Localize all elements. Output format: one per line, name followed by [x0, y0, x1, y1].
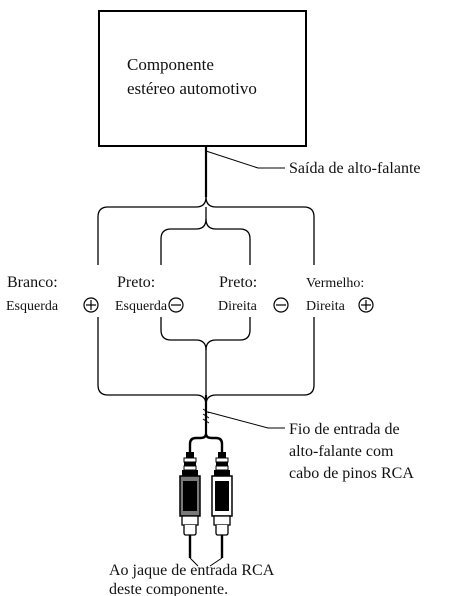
channel-side: Direita [218, 299, 258, 314]
outer-wire-bottom [97, 317, 207, 406]
rca-jack-label-line1: Ao jaque de entrada RCA [109, 562, 275, 579]
rca-plug-right [211, 452, 233, 558]
plus-icon [83, 297, 99, 313]
rca-jack-label-line2: deste componente. [109, 581, 228, 596]
rca-arrow-right [209, 557, 223, 567]
inner-wire-top-right [205, 218, 251, 265]
outer-wire-top-right [205, 196, 315, 265]
channel-black-left: Preto: Esquerda [115, 274, 184, 314]
speaker-output-leader [205, 150, 285, 169]
outer-wire-top [97, 196, 207, 265]
inner-wire-bottom-right [205, 317, 251, 351]
rca-plug-left [179, 452, 201, 558]
channel-side: Esquerda [115, 299, 168, 314]
plus-icon [358, 297, 374, 313]
minus-icon [273, 297, 289, 313]
component-box-line1: Componente [127, 55, 214, 74]
minus-icon [168, 297, 184, 313]
input-wire-label-line1: Fio de entrada de [289, 421, 400, 438]
input-wire-label-line3: cabo de pinos RCA [289, 465, 414, 482]
channel-color: Preto: [117, 274, 155, 291]
channel-color: Branco: [7, 274, 58, 291]
input-cable-twist [202, 408, 210, 424]
channel-white-left: Branco: Esquerda [6, 274, 99, 314]
component-box [98, 10, 307, 147]
speaker-output-label: Saída de alto-falante [289, 160, 421, 177]
component-box-line2: estéreo automotivo [127, 79, 257, 98]
inner-wire-top [160, 207, 207, 265]
channel-black-right: Preto: Direita [218, 274, 289, 314]
channel-red-right: Vermelho: Direita [306, 276, 374, 314]
channel-color: Preto: [219, 274, 257, 291]
channel-color: Vermelho: [306, 276, 364, 291]
input-wire-label-line2: alto-falante com [289, 443, 394, 460]
inner-wire-bottom [160, 317, 207, 395]
rca-arrow-left [189, 557, 199, 567]
outer-wire-bottom-right [205, 317, 315, 406]
channel-side: Direita [306, 299, 346, 314]
channel-side: Esquerda [6, 299, 59, 314]
input-wire-leader [207, 411, 285, 429]
rca-split-cable [188, 433, 224, 452]
